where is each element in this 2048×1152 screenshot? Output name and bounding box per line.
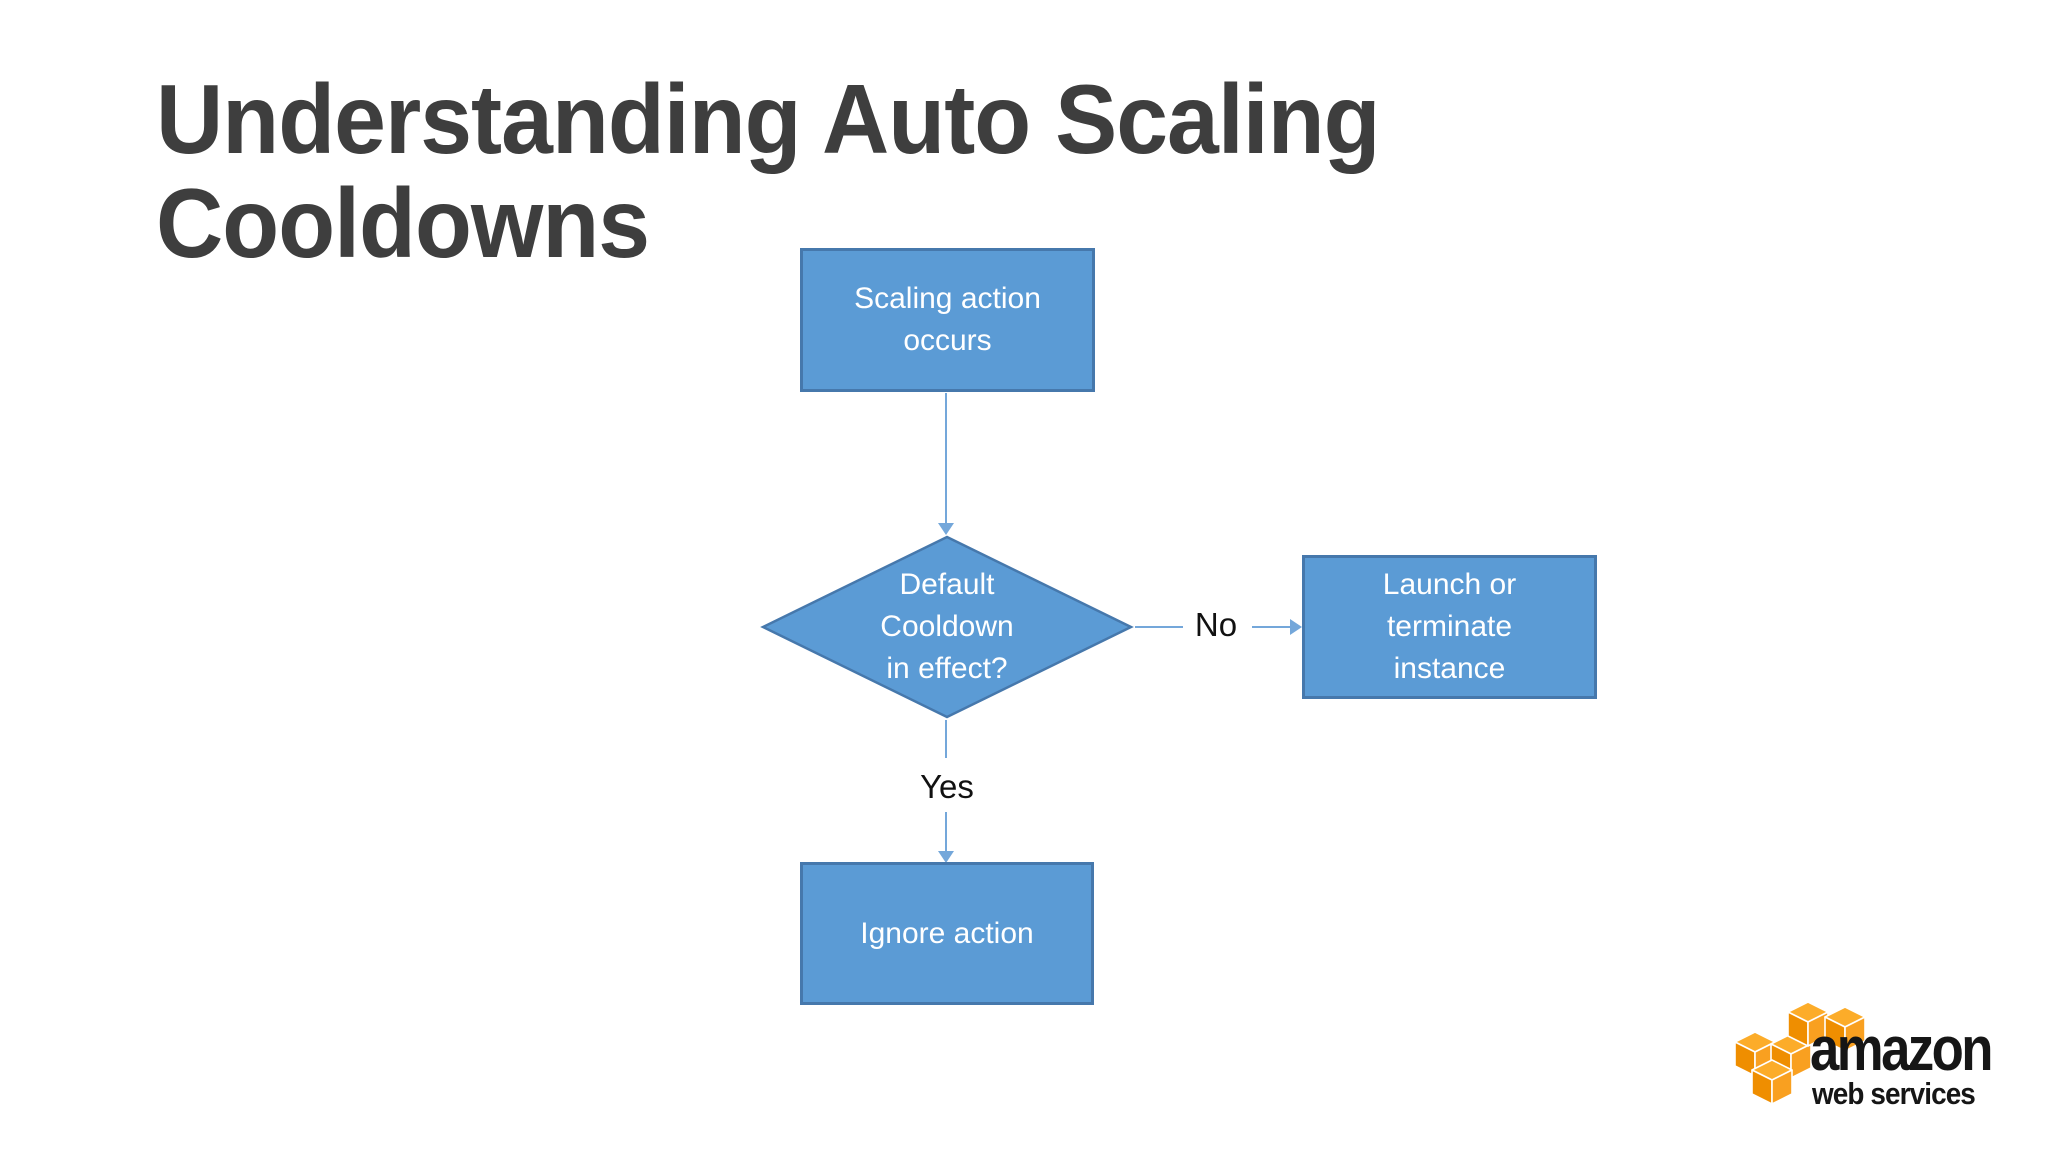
- aws-logo-webservices-text: web services: [1812, 1076, 1976, 1111]
- node-ignore-action: Ignore action: [800, 862, 1094, 1005]
- connector-yes-segment: [945, 720, 947, 758]
- arrowhead-down-icon: [938, 851, 954, 863]
- node-default-cooldown-decision: Default Cooldown in effect?: [760, 535, 1134, 719]
- connector-start-to-decision: [945, 393, 947, 523]
- aws-logo: amazon web services: [1728, 998, 2018, 1116]
- arrowhead-right-icon: [1290, 619, 1302, 635]
- edge-label-no: No: [1194, 606, 1238, 643]
- node-launch-or-terminate: Launch or terminate instance: [1302, 555, 1597, 699]
- connector-no-arrow-segment: [1252, 626, 1292, 628]
- node-default-cooldown-label: Default Cooldown in effect?: [880, 568, 1014, 685]
- node-launch-or-terminate-label: Launch or terminate instance: [1382, 568, 1517, 685]
- diamond-shape: [760, 535, 1134, 719]
- aws-cubes-icon: [1734, 1001, 1866, 1105]
- connector-yes-arrow-segment: [945, 812, 947, 852]
- title-line-1: Understanding Auto Scaling: [156, 64, 1381, 174]
- node-ignore-action-label: Ignore action: [860, 916, 1034, 950]
- node-scaling-action: Scaling action occurs: [800, 248, 1095, 392]
- page-title: Understanding Auto Scaling Cooldowns: [156, 64, 1381, 278]
- edge-label-yes: Yes: [920, 768, 974, 805]
- title-line-2: Cooldowns: [156, 168, 650, 278]
- connector-no-segment: [1135, 626, 1183, 628]
- aws-logo-amazon-text: amazon: [1810, 1015, 1993, 1084]
- node-scaling-action-label: Scaling action occurs: [854, 282, 1041, 357]
- arrowhead-down-icon: [938, 523, 954, 535]
